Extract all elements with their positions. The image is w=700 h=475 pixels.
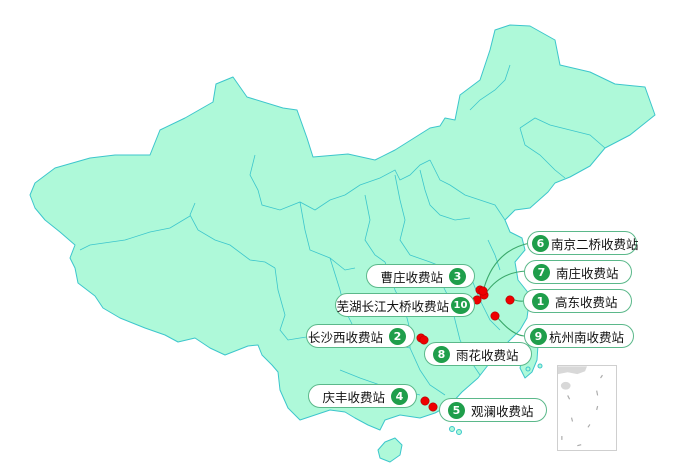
station-number-badge: 7: [533, 263, 550, 281]
leader-lines: [483, 242, 531, 337]
marker-qingfeng: [420, 396, 430, 406]
station-number-badge: 10: [451, 296, 470, 314]
station-label-6[interactable]: 6 南京二桥收费站: [527, 231, 639, 255]
island: [449, 426, 455, 432]
station-label-2[interactable]: 长沙西收费站 2: [306, 324, 415, 348]
station-label-7[interactable]: 7 南庄收费站: [524, 260, 632, 284]
station-name: 曹庄收费站: [380, 269, 443, 285]
station-number-badge: 6: [532, 234, 549, 252]
island: [456, 429, 462, 435]
station-name: 高东收费站: [555, 294, 618, 310]
station-name: 杭州南收费站: [549, 329, 625, 345]
hainan-island: [377, 437, 403, 463]
station-label-1[interactable]: 1 高东收费站: [523, 289, 632, 313]
station-number-badge: 8: [433, 345, 450, 363]
station-name: 雨花收费站: [456, 347, 519, 363]
station-label-5[interactable]: 5 观澜收费站: [439, 398, 547, 422]
station-number-badge: 4: [391, 387, 408, 405]
marker-yuhua: [419, 335, 429, 345]
marker-hangzhou-south: [490, 311, 500, 321]
station-number-badge: 3: [449, 267, 466, 285]
station-name: 南京二桥收费站: [551, 236, 639, 252]
station-label-3[interactable]: 曹庄收费站 3: [366, 264, 475, 288]
marker-guanlan: [428, 402, 438, 412]
station-name: 南庄收费站: [556, 265, 619, 281]
marker-nanzhuang: [478, 286, 488, 296]
station-name: 庆丰收费站: [322, 389, 385, 405]
marker-gaodong: [505, 295, 515, 305]
south-china-sea-inset: [557, 365, 617, 451]
island: [525, 366, 531, 372]
island: [537, 363, 543, 369]
station-label-8[interactable]: 8 雨花收费站: [424, 342, 532, 366]
station-number-badge: 9: [530, 327, 547, 345]
inset-map: [558, 366, 603, 447]
station-name: 长沙西收费站: [307, 329, 383, 345]
station-name: 观澜收费站: [471, 403, 534, 419]
station-number-badge: 5: [448, 401, 465, 419]
station-number-badge: 2: [389, 327, 406, 345]
station-label-4[interactable]: 庆丰收费站 4: [308, 384, 417, 408]
station-name: 芜湖长江大桥收费站: [336, 298, 449, 314]
station-label-9[interactable]: 9 杭州南收费站: [524, 324, 634, 348]
station-markers: [416, 285, 515, 412]
station-label-10[interactable]: 芜湖长江大桥收费站 10: [335, 293, 475, 317]
station-number-badge: 1: [532, 292, 549, 310]
